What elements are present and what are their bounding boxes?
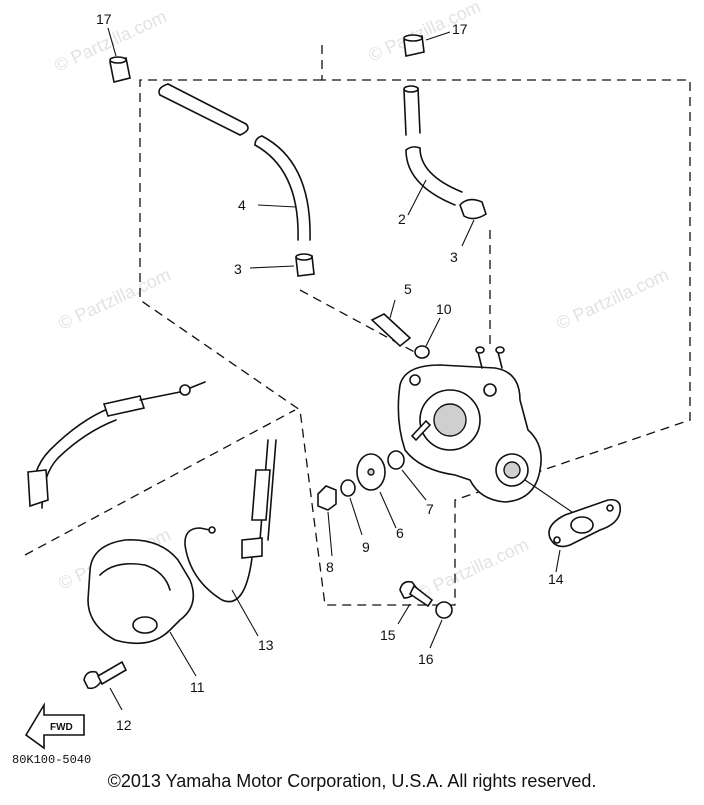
callout-label: 5 bbox=[404, 281, 412, 297]
part-11-cover bbox=[87, 539, 197, 677]
callout-label: 3 bbox=[234, 261, 242, 277]
callout-label: 7 bbox=[426, 501, 434, 517]
fwd-label: FWD bbox=[50, 722, 73, 733]
part-10-washer bbox=[414, 317, 441, 359]
callout-label: 9 bbox=[362, 539, 370, 555]
callout-label: 12 bbox=[116, 717, 132, 733]
callout-label: 15 bbox=[380, 627, 396, 643]
part-12-bolt bbox=[83, 660, 128, 711]
callout-label: 6 bbox=[396, 525, 404, 541]
part-17-cap-left bbox=[107, 27, 131, 83]
watermark-text: © Partzilla.com bbox=[413, 534, 531, 603]
callout-label: 11 bbox=[190, 679, 205, 695]
part-3-clamp-left bbox=[249, 253, 315, 277]
part-4-hose bbox=[158, 83, 311, 241]
part-8-nut bbox=[317, 485, 337, 557]
watermark-text: © Partzilla.com bbox=[553, 264, 671, 333]
oil-pump-body bbox=[397, 346, 542, 503]
part-5-bolt bbox=[370, 299, 412, 348]
callout-label: 13 bbox=[258, 637, 274, 653]
fwd-arrow-icon: FWD bbox=[24, 702, 85, 750]
callout-label: 2 bbox=[398, 211, 406, 227]
part-14-gasket bbox=[524, 479, 622, 573]
part-7-washer bbox=[387, 450, 427, 501]
callout-label: 3 bbox=[450, 249, 458, 265]
part-2-hose bbox=[403, 85, 463, 216]
part-15-bolt bbox=[397, 580, 434, 625]
part-17-cap-right bbox=[403, 31, 451, 57]
callout-label: 10 bbox=[436, 301, 452, 317]
part-13-cable bbox=[184, 439, 277, 637]
callout-label: 17 bbox=[452, 21, 468, 37]
part-16-washer bbox=[429, 601, 453, 649]
callout-label: 16 bbox=[418, 651, 434, 667]
diagram-code: 80K100-5040 bbox=[12, 753, 91, 767]
callout-labels: 17 17 4 2 3 3 5 10 6 7 8 9 14 13 11 12 1… bbox=[96, 11, 564, 733]
callout-label: 4 bbox=[238, 197, 246, 213]
part-9-washer bbox=[340, 479, 363, 536]
callout-label: 8 bbox=[326, 559, 334, 575]
callout-label: 14 bbox=[548, 571, 564, 587]
callout-label: 17 bbox=[96, 11, 112, 27]
watermark-text: © Partzilla.com bbox=[55, 264, 173, 333]
copyright-notice: ©2013 Yamaha Motor Corporation, U.S.A. A… bbox=[107, 771, 597, 791]
throttle-cable bbox=[27, 381, 206, 509]
part-3-clamp-right bbox=[459, 198, 487, 247]
part-6-shim bbox=[356, 453, 397, 529]
